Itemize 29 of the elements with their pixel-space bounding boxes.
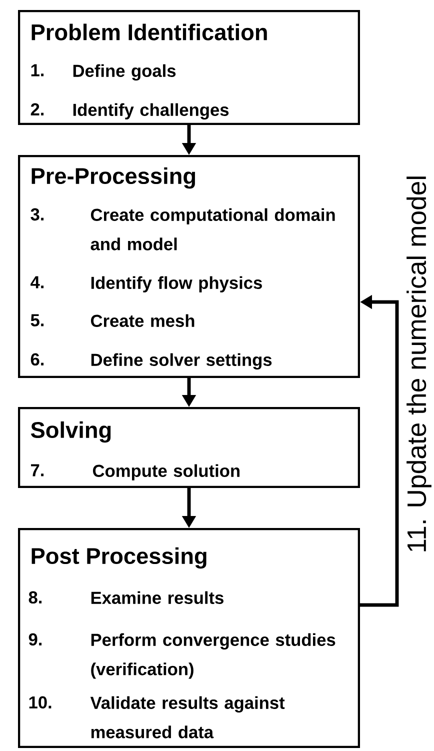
step-number: 8. (28, 591, 42, 604)
step-text: Create mesh (90, 314, 194, 327)
process-box (18, 10, 360, 126)
step-number: 4. (30, 276, 44, 288)
edge-label: 11. Update the numerical model (406, 176, 432, 552)
process-box (18, 155, 360, 378)
step-number: 9. (28, 633, 42, 646)
step-heading: Solving (30, 421, 111, 443)
step-text: Define solver settings (91, 353, 272, 370)
process-box (18, 407, 360, 488)
step-number: 3. (30, 208, 44, 221)
step-number: 6. (30, 353, 44, 366)
step-text: Compute solution (92, 464, 240, 480)
step-text: Validate results against measured data (90, 696, 285, 738)
step-text: Identify flow physics (91, 276, 262, 292)
step-number: 10. (29, 696, 52, 709)
step-number: 5. (30, 314, 44, 326)
step-number: 1. (31, 64, 44, 76)
step-text: Create computational domain and model (90, 208, 335, 250)
step-text: Identify challenges (73, 103, 229, 120)
step-text: Define goals (73, 64, 176, 81)
step-text: Perform convergence studies (verification) (91, 633, 336, 679)
step-heading: Problem Identification (32, 24, 267, 40)
step-heading: Pre-Processing (32, 167, 196, 189)
step-number: 7. (31, 464, 44, 476)
step-heading: Post Processing (32, 547, 206, 569)
process-box (18, 528, 360, 748)
step-text: Examine results (91, 591, 224, 604)
step-number: 2. (30, 103, 44, 116)
